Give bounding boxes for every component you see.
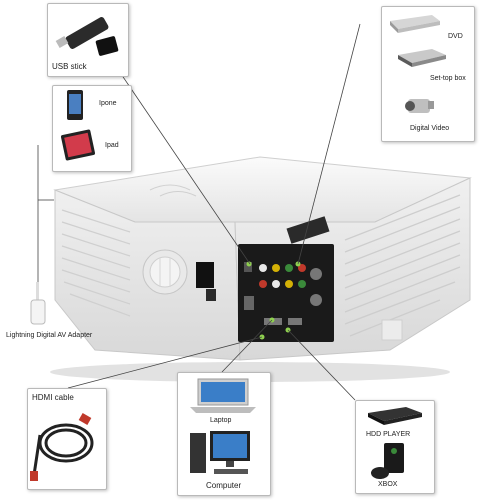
ipad-label: Ipad: [105, 142, 119, 149]
xbox-label: XBOX: [378, 481, 398, 488]
laptop-icon: [190, 378, 256, 413]
video-sources-callout: DVD Set-top box Digital Video: [381, 6, 475, 142]
media-player-callout: HDD PLAYER XBOX: [355, 400, 435, 494]
hdmi-cable-label: HDMI cable: [32, 393, 74, 402]
set-top-box-icon: [398, 49, 446, 67]
adapter-label: Lightning Digital AV Adapter: [6, 332, 93, 339]
laptop-label: Laptop: [210, 417, 232, 424]
computer-label: Computer: [206, 481, 242, 490]
iphone-label: Ipone: [99, 100, 117, 107]
hdd-player-label: HDD PLAYER: [366, 431, 411, 438]
dvd-label: DVD: [448, 33, 463, 40]
computer-callout: Laptop Computer: [177, 372, 271, 496]
desktop-computer-icon: [190, 431, 250, 474]
usb-stick-callout: USB stick: [47, 3, 129, 77]
hdmi-cable-icon: [30, 413, 94, 481]
dvd-player-icon: [390, 15, 440, 33]
iphone-icon: [67, 90, 83, 120]
xbox-icon: [371, 443, 404, 479]
hdd-player-icon: [368, 407, 422, 425]
set-top-box-label: Set-top box: [430, 75, 466, 82]
iphone-ipad-callout: Ipone Ipad: [52, 85, 132, 172]
hdmi-cable-callout: HDMI cable: [27, 388, 107, 490]
digital-video-label: Digital Video: [410, 125, 450, 132]
lightning-adapter-icon: [30, 282, 46, 325]
usb-stick-icon: [55, 17, 119, 56]
usb-stick-label: USB stick: [52, 62, 87, 71]
ipad-icon: [60, 129, 96, 161]
camcorder-icon: [405, 99, 434, 113]
